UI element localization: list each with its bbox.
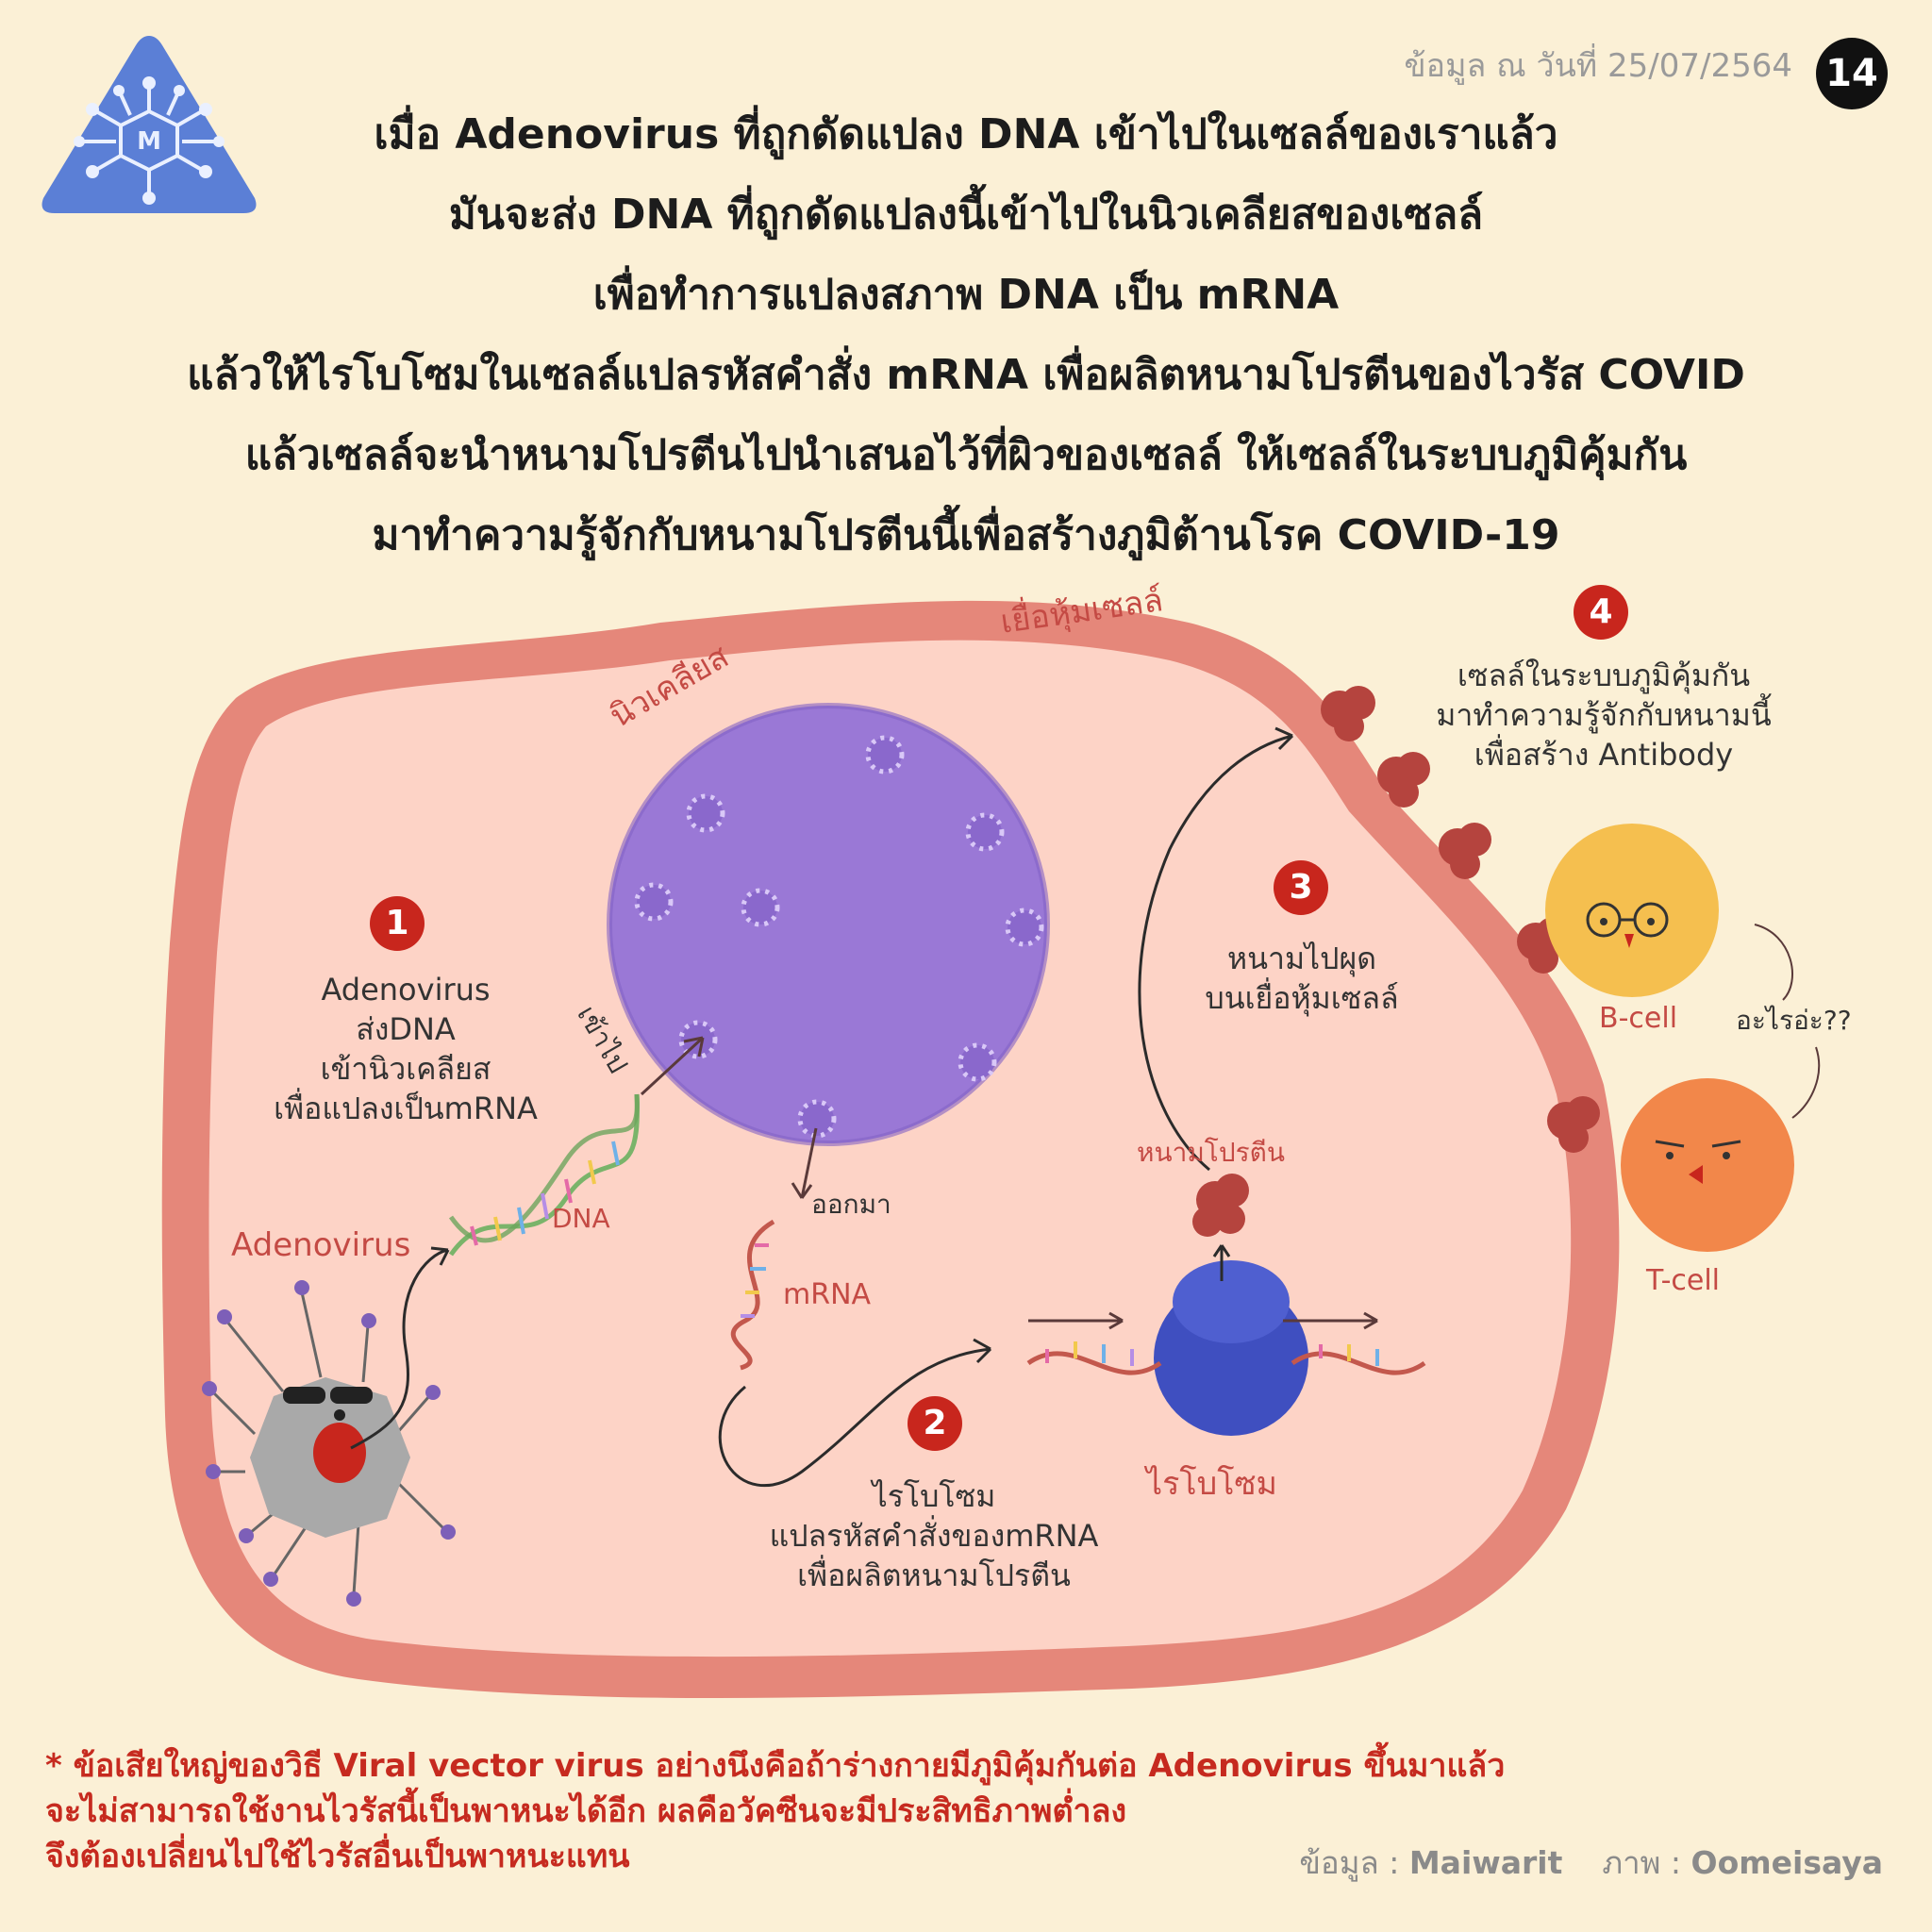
- intro-line: เพื่อทำการแปลงสภาพ DNA เป็น mRNA: [592, 271, 1340, 319]
- date-text: ข้อมูล ณ วันที่ 25/07/2564: [1404, 47, 1792, 85]
- intro-line: มาทำความรู้จักกับหนามโปรตีนนี้เพื่อสร้าง…: [372, 511, 1560, 559]
- credit-data-label: ข้อมูล :: [1299, 1844, 1400, 1881]
- intro-paragraph: เมื่อ Adenovirus ที่ถูกดัดแปลง DNA เข้าไ…: [38, 94, 1894, 575]
- membrane-spikes: [1321, 686, 1600, 1153]
- credit-image-label: ภาพ :: [1602, 1844, 1682, 1881]
- intro-line: เมื่อ Adenovirus ที่ถูกดัดแปลง DNA เข้าไ…: [374, 110, 1558, 158]
- svg-text:M: M: [137, 127, 161, 156]
- credits: ข้อมูล : Maiwarit ภาพ : Oomeisaya: [1226, 1838, 1883, 1888]
- t-cell-label: T-cell: [1646, 1264, 1721, 1297]
- footnote: * ข้อเสียใหญ่ของวิธี Viral vector virus …: [45, 1743, 1649, 1879]
- footnote-line: * ข้อเสียใหญ่ของวิธี Viral vector virus …: [45, 1747, 1506, 1785]
- step-3-text: หนามไปผุด บนเยื่อหุ้มเซลล์: [1205, 941, 1399, 1016]
- mrna-strand: [730, 1219, 775, 1371]
- ribosome-label: ไรโบโซม: [1146, 1465, 1277, 1503]
- intro-line: มันจะส่ง DNA ที่ถูกดัดแปลงนี้เข้าไปในนิว…: [448, 191, 1484, 239]
- step-2-badge: 2: [908, 1396, 962, 1451]
- step-2-text: ไรโบโซม แปลรหัสคำสั่งของmRNA เพื่อผลิตหน…: [769, 1478, 1099, 1593]
- dna-label: DNA: [552, 1203, 610, 1234]
- spike-protein-label: หนามโปรตีน: [1137, 1137, 1285, 1168]
- mrna-label: mRNA: [783, 1278, 872, 1311]
- adenovirus-label: Adenovirus: [231, 1226, 411, 1264]
- exit-label: ออกมา: [811, 1189, 891, 1220]
- step-1-text: Adenovirus ส่งDNA เข้านิวเคลียส เพื่อแปล…: [274, 972, 538, 1126]
- footnote-line: จะไม่สามารถใช้งานไวรัสนี้เป็นพาหนะได้อีก…: [45, 1792, 1127, 1830]
- b-cell: [1545, 824, 1719, 997]
- step-3-badge: 3: [1274, 860, 1328, 915]
- page-number-badge: 14: [1816, 38, 1888, 109]
- step-4-badge: 4: [1574, 585, 1628, 640]
- t-cell: [1621, 1078, 1794, 1252]
- credit-data-source: Maiwarit: [1408, 1844, 1563, 1881]
- virus-m-triangle-logo: M: [42, 36, 257, 213]
- credit-image-source: Oomeisaya: [1690, 1844, 1883, 1881]
- intro-line: แล้วให้ไรโบโซมในเซลล์แปลรหัสคำสั่ง mRNA …: [187, 351, 1745, 399]
- dna-helix: [448, 1093, 640, 1257]
- b-cell-label: B-cell: [1599, 1002, 1678, 1035]
- step-4-text: เซลล์ในระบบภูมิคุ้มกัน มาทำความรู้จักกับ…: [1436, 658, 1772, 773]
- intro-line: แล้วเซลล์จะนำหนามโปรตีนไปนำเสนอไว้ที่ผิว…: [244, 431, 1688, 479]
- question-label: อะไรอ่ะ??: [1736, 1005, 1852, 1036]
- spike-protein: [1192, 1174, 1249, 1237]
- footnote-line: จึงต้องเปลี่ยนไปใช้ไวรัสอื่นเป็นพาหนะแทน: [45, 1838, 630, 1875]
- adenovirus: [202, 1280, 456, 1607]
- step-1-badge: 1: [370, 896, 425, 951]
- ribosome: [1026, 1244, 1426, 1436]
